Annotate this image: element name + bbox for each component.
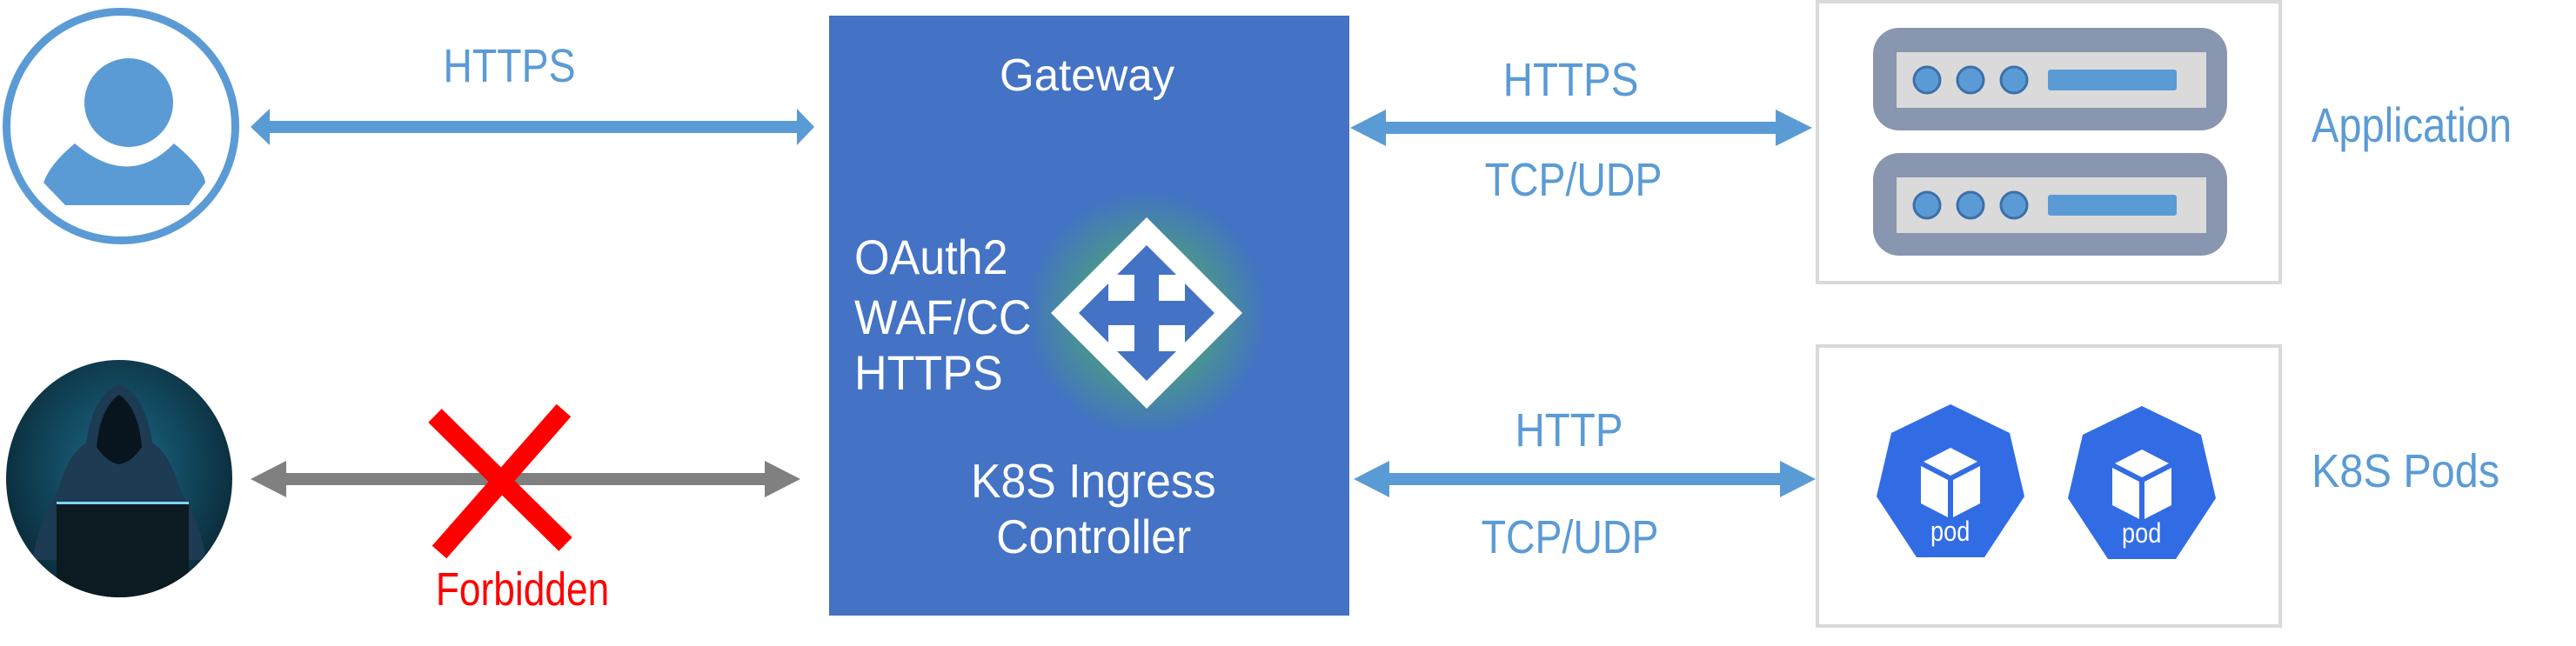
pod-icon: pod [2066,406,2218,559]
pod-label-text: pod [2122,517,2162,549]
gateway-title: Gateway [957,53,1218,98]
application-label-text: Application [2312,97,2512,152]
gateway-feature-waf: WAF/CC [854,293,1045,342]
hacker-avatar [6,360,232,597]
protocol-text: HTTP [1514,404,1623,456]
pod-label: pod [2066,519,2218,547]
gateway-feature-https: HTTPS [854,349,1014,397]
user-avatar [3,8,239,244]
gateway-subtitle-line1: K8S Ingress [963,457,1224,505]
app-protocol-top-label: HTTPS [1484,57,1658,103]
gateway-subtitle-text: Controller [995,509,1192,563]
forbidden-label: Forbidden [417,566,609,613]
protocol-text: HTTPS [1503,54,1639,106]
user-protocol-text: HTTPS [443,40,577,92]
hacker-icon [23,384,215,597]
protocol-text: TCP/UDP [1482,511,1659,563]
feature-text: HTTPS [854,345,1003,400]
gateway-feature-oauth2: OAuth2 [854,233,1020,282]
pod-icon: pod [1875,404,2026,557]
protocol-text: TCP/UDP [1485,154,1663,206]
k8s-pods-label: K8S Pods [2312,448,2520,495]
user-icon [43,58,205,205]
app-protocol-bottom-label: TCP/UDP [1443,157,1704,203]
pods-protocol-top-label: HTTP [1482,407,1656,454]
pod-label: pod [1875,517,2026,545]
pod-label-text: pod [1930,516,1970,547]
feature-text: OAuth2 [854,230,1008,284]
ingress-arrows-icon [1051,217,1242,409]
gateway-subtitle-line2: Controller [963,513,1224,561]
gateway-title-text: Gateway [1000,50,1175,101]
user-protocol-label: HTTPS [423,43,597,90]
server-rack-icon [1873,28,2227,256]
gateway-subtitle-text: K8S Ingress [971,454,1216,508]
application-label: Application [2312,101,2550,150]
feature-text: WAF/CC [854,290,1032,344]
k8s-pods-label-text: K8S Pods [2312,445,2500,497]
forbidden-text: Forbidden [435,563,610,616]
pods-protocol-bottom-label: TCP/UDP [1440,514,1701,561]
